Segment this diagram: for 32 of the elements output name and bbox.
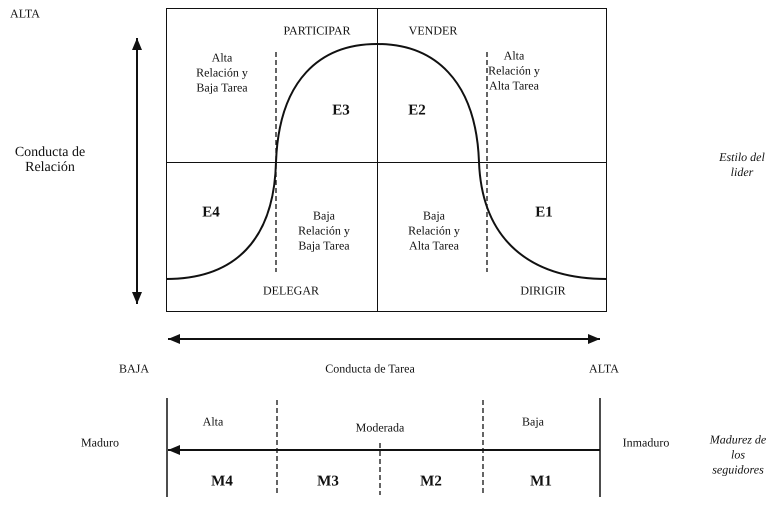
maturity-level: Alta: [202, 414, 224, 430]
quadrant-box: [377, 8, 607, 163]
axis-title: Conducta de Relación: [14, 145, 86, 175]
axis-title: Madurez de los seguidores: [709, 432, 767, 478]
axis-end-label: BAJA: [119, 362, 149, 376]
quadrant-box: [166, 8, 378, 163]
axis-title: Estilo del lider: [718, 150, 766, 180]
quadrant-box: [377, 162, 607, 312]
maturity-level: Moderada: [356, 420, 404, 436]
quadrant-box: [166, 162, 378, 312]
style-code: E1: [535, 206, 553, 220]
maturity-code: M3: [317, 474, 339, 490]
axis-title: Conducta de Tarea: [325, 362, 415, 376]
maturity-code: M4: [211, 474, 233, 490]
style-code: E4: [202, 206, 220, 220]
style-code: E3: [332, 104, 350, 118]
quadrant-description: Baja Relación y Baja Tarea: [297, 208, 351, 254]
scale-end-label: Maduro: [81, 436, 119, 450]
maturity-code: M2: [420, 474, 442, 490]
axis-end-label: ALTA: [10, 6, 40, 22]
style-name: DIRIGIR: [520, 284, 566, 298]
quadrant-description: Alta Relación y Alta Tarea: [487, 48, 541, 94]
style-code: E2: [408, 104, 426, 118]
style-name: DELEGAR: [263, 284, 319, 298]
scale-end-label: Inmaduro: [622, 436, 670, 450]
style-name: VENDER: [408, 24, 458, 38]
maturity-code: M1: [530, 474, 552, 490]
maturity-level: Baja: [522, 414, 544, 430]
axis-end-label: ALTA: [589, 362, 619, 376]
quadrant-description: Baja Relación y Alta Tarea: [407, 208, 461, 254]
style-name: PARTICIPAR: [283, 24, 351, 38]
quadrant-description: Alta Relación y Baja Tarea: [195, 50, 249, 96]
